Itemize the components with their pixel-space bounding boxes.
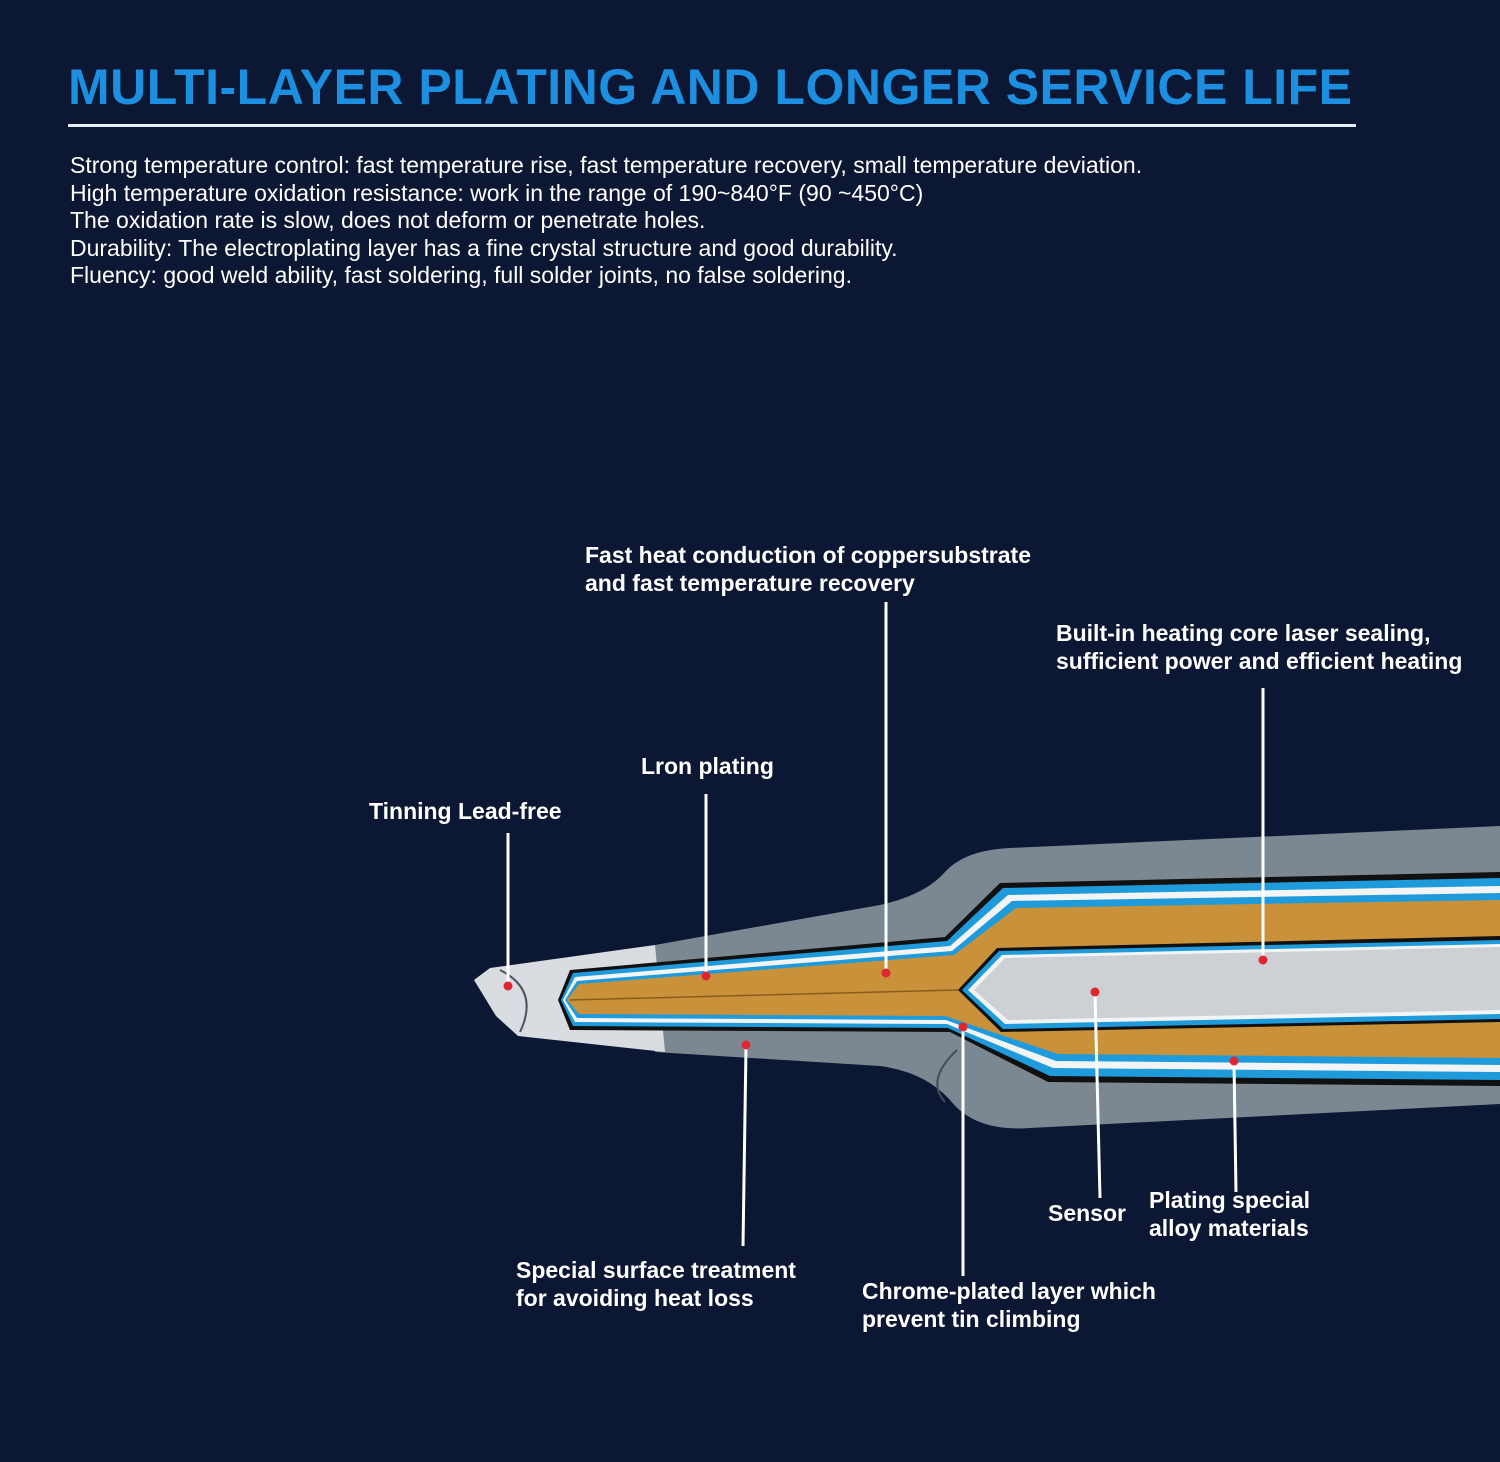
callout-heating-core-line-1: Built-in heating core laser sealing, (1056, 620, 1431, 646)
marker-copper (881, 968, 891, 978)
marker-iron-plating (701, 971, 711, 981)
callout-chrome-layer-line-2: prevent tin climbing (862, 1306, 1081, 1332)
callout-copper-substrate-line-1: Fast heat conduction of coppersubstrate (585, 542, 1031, 568)
shell-seam (936, 1049, 958, 1103)
feature-durability: Durability: The electroplating layer has… (70, 234, 898, 261)
callout-leader-lines (506, 602, 1265, 1276)
callout-iron-plating: Lron plating (641, 752, 774, 780)
heating-core-sensor (974, 947, 1500, 1020)
feature-fluency: Fluency: good weld ability, fast solderi… (70, 262, 852, 288)
marker-tinning (503, 981, 513, 991)
feature-temperature-control: Strong temperature control: fast tempera… (70, 152, 1143, 178)
callout-surface-treatment-line-1: Special surface treatment (516, 1257, 796, 1283)
leader-alloy (1232, 1061, 1238, 1193)
callout-sensor: Sensor (1048, 1199, 1126, 1227)
copper-centerline (569, 989, 959, 1001)
callout-alloy-plating-line-1: Plating special (1149, 1187, 1311, 1213)
feature-oxidation-resistance: High temperature oxidation resistance: w… (70, 179, 924, 206)
callout-iron-plating-line-1: Lron plating (641, 753, 774, 779)
callout-chrome-layer: Chrome-plated layer which prevent tin cl… (862, 1277, 1156, 1333)
callout-markers (503, 955, 1268, 1066)
marker-heating-core (1258, 955, 1268, 965)
marker-alloy (1229, 1056, 1239, 1066)
callout-surface-treatment-line-2: for avoiding heat loss (516, 1285, 754, 1311)
callout-heating-core-line-2: sufficient power and efficient heating (1056, 648, 1463, 674)
callout-sensor-line-1: Sensor (1048, 1200, 1126, 1226)
title-divider (68, 124, 1356, 127)
feature-description-list: Strong temperature control: fast tempera… (70, 152, 1142, 290)
callout-tinning: Tinning Lead-free (369, 797, 562, 825)
callout-tinning-line-1: Tinning Lead-free (369, 798, 562, 824)
feature-oxidation-rate: The oxidation rate is slow, does not def… (70, 207, 706, 233)
marker-chrome (958, 1022, 968, 1032)
marker-surface-treatment (741, 1040, 751, 1050)
callout-alloy-plating: Plating special alloy materials (1149, 1186, 1310, 1242)
marker-sensor (1090, 987, 1100, 997)
callout-surface-treatment: Special surface treatment for avoiding h… (516, 1256, 796, 1312)
callout-copper-substrate-line-2: and fast temperature recovery (585, 570, 915, 596)
callout-alloy-plating-line-2: alloy materials (1149, 1215, 1309, 1241)
leader-sensor (1093, 992, 1102, 1199)
callout-heating-core: Built-in heating core laser sealing, suf… (1056, 619, 1462, 675)
page-title: MULTI-LAYER PLATING AND LONGER SERVICE L… (68, 59, 1353, 115)
callout-chrome-layer-line-1: Chrome-plated layer which (862, 1278, 1156, 1304)
callout-copper-substrate: Fast heat conduction of coppersubstrate … (585, 541, 1031, 597)
leader-surface-treatment (741, 1046, 748, 1247)
